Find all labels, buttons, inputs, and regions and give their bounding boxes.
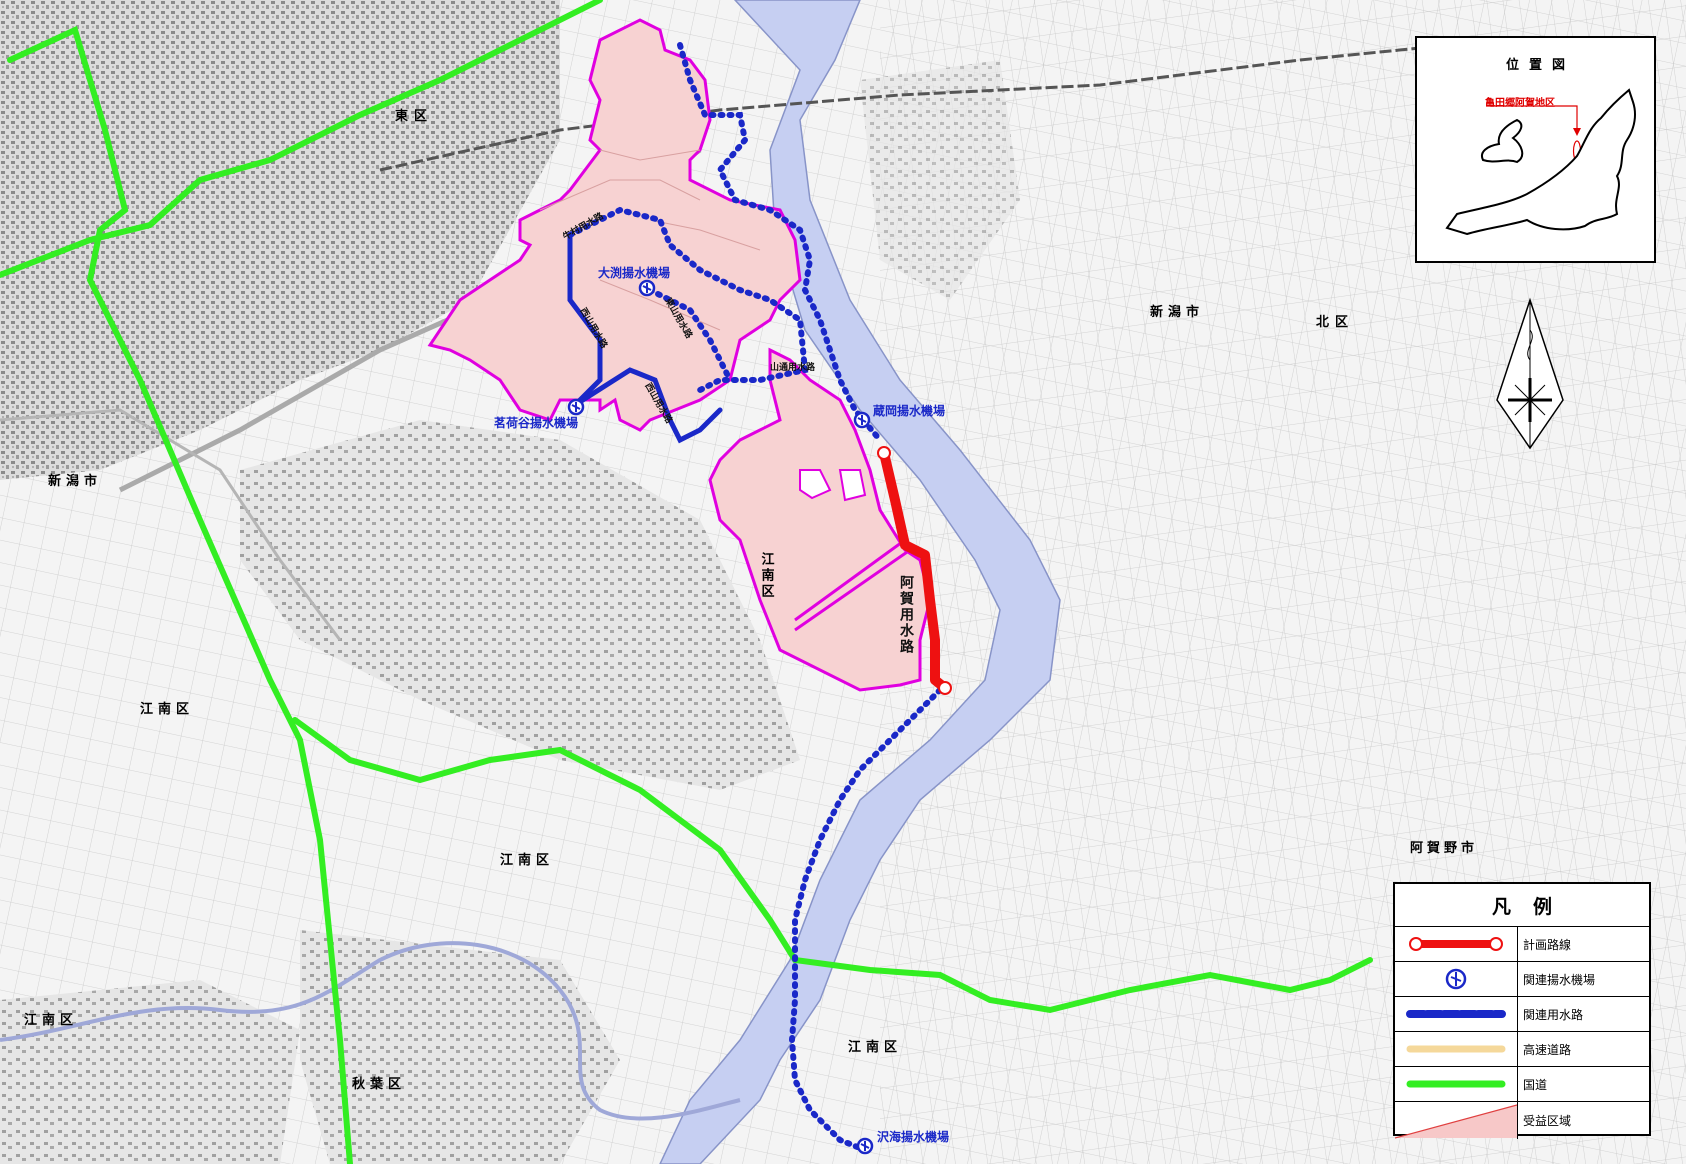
pump-station-icon xyxy=(1445,968,1467,990)
pump-icon-kuraoka[interactable] xyxy=(853,411,871,429)
label-konan-ku-4: 江南区 xyxy=(848,1039,902,1055)
prefectural-road xyxy=(0,408,342,641)
north-arrow-icon xyxy=(1496,297,1564,450)
legend-label-planned: 計画路線 xyxy=(1523,937,1572,952)
railway xyxy=(379,38,1501,172)
legend-row-planned: 計画路線 xyxy=(1395,927,1649,962)
label-obuchi-pump: 大渕揚水機場 xyxy=(598,265,670,280)
label-niigata-shi-east: 新潟市 xyxy=(1150,304,1204,320)
planned-route xyxy=(877,446,952,695)
national-road xyxy=(0,0,1373,1164)
legend-row-national-road: 国道 xyxy=(1395,1067,1649,1102)
benefit-area-south xyxy=(708,347,932,692)
urban-area-south xyxy=(300,930,620,1164)
label-konan-ku-2: 江南区 xyxy=(500,852,554,868)
expressway-icon xyxy=(1406,1045,1506,1053)
planned-route-icon xyxy=(1409,937,1503,951)
legend-title: 凡例 xyxy=(1395,884,1649,927)
urban-area-east-bank xyxy=(860,60,1020,300)
urban-area-central xyxy=(240,420,800,790)
pump-icon-sawaumi[interactable] xyxy=(856,1137,874,1155)
legend-label-benefit: 受益区域 xyxy=(1523,1114,1572,1128)
label-akiha-ku: 秋葉区 xyxy=(352,1076,406,1092)
label-yamazaki-canal: 山通用水路 xyxy=(770,361,816,373)
label-kuraoka-pump: 蔵岡揚水機場 xyxy=(873,403,945,418)
pump-icon-myogadani[interactable] xyxy=(567,398,585,416)
urban-area-northwest xyxy=(0,0,560,480)
label-konan-ku-1: 江南区 xyxy=(140,701,194,717)
legend-row-expressway: 高速道路 xyxy=(1395,1032,1649,1067)
label-agano-shi: 阿賀野市 xyxy=(1410,840,1478,856)
legend-label-pump: 関連揚水機場 xyxy=(1523,972,1596,987)
national-road-icon xyxy=(1406,1080,1506,1088)
urban-area-southwest xyxy=(0,980,300,1164)
label-myogadani-pump: 茗荷谷揚水機場 xyxy=(494,415,578,430)
benefit-area-icon xyxy=(1395,1103,1517,1139)
location-district-label: 亀田郷阿賀地区 xyxy=(1485,98,1555,109)
pump-icon-obuchi[interactable] xyxy=(638,279,656,297)
location-map: 位置図 亀田郷阿賀地区 xyxy=(1415,36,1656,263)
label-east-ku: 東区 xyxy=(395,108,433,124)
label-sawaumi-pump: 沢海揚水機場 xyxy=(877,1129,949,1144)
label-konan-vertical: 江南区 xyxy=(759,551,775,600)
location-map-title: 位置図 xyxy=(1505,58,1575,73)
label-niigata-shi-west: 新潟市 xyxy=(48,473,102,489)
agano-river xyxy=(659,0,1061,1164)
legend-label-canal: 関連用水路 xyxy=(1523,1007,1584,1022)
legend-row-benefit: 受益区域 xyxy=(1395,1102,1649,1139)
legend: 凡例 計画路線 関連揚水機場 関連用水路 xyxy=(1393,882,1651,1139)
benefit-area-north xyxy=(427,18,802,432)
label-aga-canal: 阿賀用水路 xyxy=(898,575,915,655)
small-river xyxy=(0,941,741,1121)
label-konan-ku-3: 江南区 xyxy=(24,1012,78,1028)
related-canal xyxy=(567,42,943,1153)
related-canal-icon xyxy=(1406,1010,1506,1018)
legend-label-expressway: 高速道路 xyxy=(1523,1042,1572,1057)
niigata-prefecture-outline xyxy=(1445,88,1636,236)
legend-row-pump: 関連揚水機場 xyxy=(1395,962,1649,997)
label-kita-ku: 北区 xyxy=(1316,315,1354,330)
legend-row-canal: 関連用水路 xyxy=(1395,997,1649,1032)
legend-label-national-road: 国道 xyxy=(1523,1077,1548,1092)
